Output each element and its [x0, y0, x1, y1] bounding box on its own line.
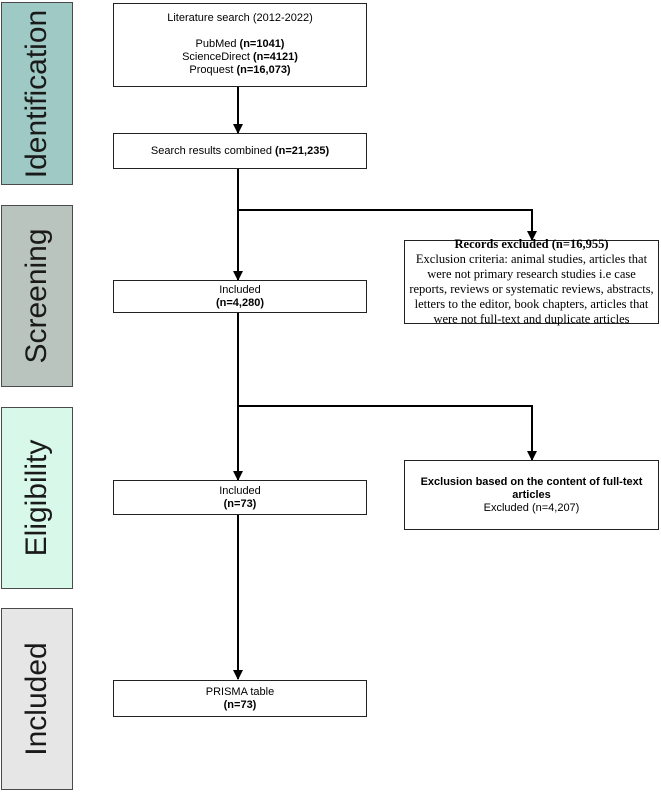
fulltext-excluded-box: Exclusion based on the content of full-t… — [404, 460, 659, 530]
stage-identification: Identification — [1, 2, 73, 185]
combined-label: Search results combined — [150, 144, 275, 157]
records-excluded-title: Records excluded (n=16,955) — [454, 237, 609, 251]
prisma-count: (n=73) — [223, 698, 257, 711]
stage-included: Included — [1, 608, 73, 790]
fulltext-excluded-title: Exclusion based on the content of full-t… — [420, 475, 643, 501]
eligible-count: (n=73) — [223, 497, 257, 510]
search-proquest: Proquest (n=16,073) — [189, 64, 291, 76]
stage-screening: Screening — [1, 205, 73, 387]
screened-count: (n=4,280) — [216, 296, 264, 309]
literature-search-box: Literature search (2012-2022) PubMed (n=… — [113, 3, 367, 87]
search-title: Literature search (2012-2022) — [167, 12, 313, 24]
combined-results-box: Search results combined (n=21,235) — [113, 133, 367, 169]
arrow-to-records-excluded — [238, 209, 537, 241]
screened-label: Included — [219, 283, 261, 296]
records-excluded-criteria: Exclusion criteria: animal studies, arti… — [409, 252, 654, 326]
search-pubmed: PubMed (n=1041) — [195, 38, 285, 50]
search-sciencedirect: ScienceDirect (n=4121) — [182, 51, 298, 63]
arrow-to-fulltext-excluded — [238, 405, 537, 461]
stage-eligibility: Eligibility — [1, 407, 73, 589]
prisma-label: PRISMA table — [205, 685, 275, 698]
eligible-included-box: Included (n=73) — [113, 480, 367, 515]
prisma-table-box: PRISMA table (n=73) — [113, 680, 367, 717]
combined-count: (n=21,235) — [275, 144, 330, 157]
records-excluded-box: Records excluded (n=16,955) Exclusion cr… — [404, 237, 659, 326]
fulltext-excluded-count: Excluded (n=4,207) — [483, 501, 580, 514]
screened-included-box: Included (n=4,280) — [113, 280, 367, 313]
eligible-label: Included — [219, 484, 261, 497]
